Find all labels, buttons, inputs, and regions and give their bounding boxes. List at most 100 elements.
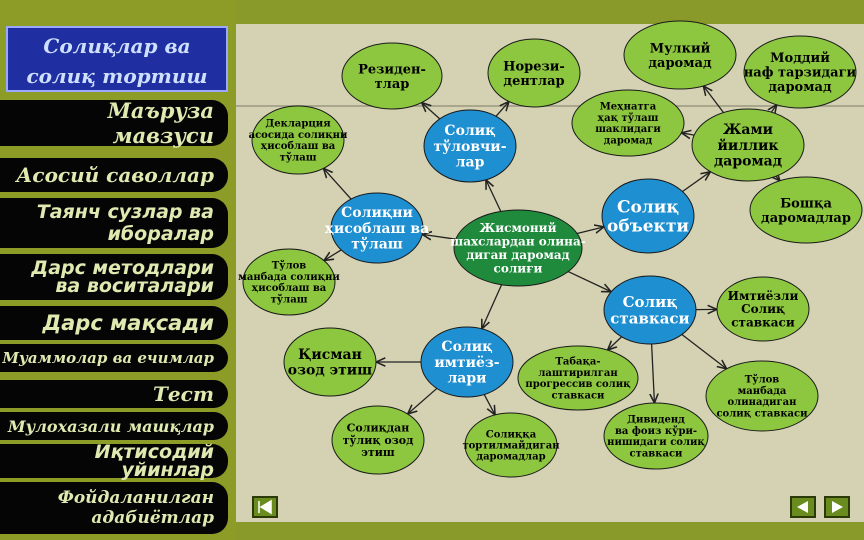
node-shape: [623, 20, 737, 90]
edge-calc-decl: [323, 168, 352, 200]
arrow-left-icon: [797, 501, 808, 513]
node-shape: [571, 89, 685, 157]
nav-exercises[interactable]: Мулохазали машқлар: [0, 412, 228, 440]
nav-test[interactable]: Тест: [0, 380, 228, 408]
nav-references[interactable]: Фойдаланилган адабиётлар: [0, 482, 228, 534]
node-nonres: Норези-дентлар: [487, 38, 581, 108]
node-shape: [283, 327, 377, 397]
node-shape: [331, 405, 425, 475]
node-shape: [705, 360, 819, 432]
nav-games[interactable]: Иқтисодий уйинлар: [0, 441, 228, 481]
nav-label: Дарс методлари ва воситалари: [31, 257, 214, 297]
next-slide-button[interactable]: [824, 496, 850, 518]
nav-main-questions[interactable]: Асосий саволлар: [0, 158, 228, 192]
node-label: Резиден-тлар: [358, 62, 426, 92]
edge-rate-dividend: [652, 343, 655, 403]
edge-benefits-full: [408, 387, 438, 414]
top-bar: [236, 0, 864, 24]
first-slide-button[interactable]: [252, 496, 278, 518]
nav-label: Фойдаланилган адабиётлар: [57, 488, 214, 528]
node-shape: [453, 209, 583, 287]
node-resident: Резиден-тлар: [341, 42, 443, 110]
nav-label: Асосий саволлар: [16, 163, 214, 187]
nav-lesson-goal[interactable]: Дарс мақсади: [0, 306, 228, 340]
node-shape: [420, 326, 514, 398]
nav-lecture-topic[interactable]: Маъруза мавзуси: [0, 98, 228, 148]
nav-problems[interactable]: Муаммолар ва ечимлар: [0, 344, 228, 372]
nav-label: Тест: [153, 382, 214, 406]
lecture-title-text: Солиқлар ва солиқ тортиш: [26, 34, 208, 88]
edge-object-total: [682, 172, 710, 193]
arrow-right-icon: [832, 501, 843, 513]
prev-slide-button[interactable]: [790, 496, 816, 518]
node-shape: [691, 108, 805, 182]
edge-total-material: [771, 105, 776, 113]
edge-payer-nonres: [495, 102, 509, 117]
node-shape: [603, 275, 697, 345]
edge-payer-resident: [422, 103, 441, 120]
nav-key-words[interactable]: Таянч сузлар ва иборалар: [0, 198, 228, 248]
node-shape: [487, 38, 581, 108]
node-shape: [716, 276, 810, 342]
edge-calc-source: [324, 249, 342, 261]
skip-back-icon: [258, 499, 272, 515]
edge-center-calc: [422, 234, 456, 239]
lecture-title: Солиқлар ва солиқ тортиш: [6, 26, 228, 92]
node-shape: [749, 176, 863, 244]
edge-center-object: [576, 227, 604, 235]
nav-label: Дарс мақсади: [42, 311, 214, 335]
nav-label: Иқтисодий уйинлар: [94, 441, 214, 481]
node-shape: [743, 35, 857, 109]
node-shape: [251, 105, 345, 175]
edge-benefits-untaxed: [483, 394, 495, 415]
node-shape: [464, 412, 558, 478]
nav-methods[interactable]: Дарс методлари ва воситалари: [0, 254, 228, 300]
edge-total-other: [776, 176, 780, 181]
nav-label: Мулохазали машқлар: [7, 416, 214, 436]
edges: [323, 86, 780, 415]
edge-rate-sourcerate: [681, 333, 727, 368]
edge-rate-progressive: [608, 336, 623, 350]
node-shape: [601, 178, 695, 254]
node-shape: [517, 345, 639, 411]
edge-center-rate: [567, 270, 611, 292]
node-label: Норези-дентлар: [503, 59, 565, 89]
edge-center-benefits: [482, 284, 503, 329]
nav-label: Таянч сузлар ва иборалар: [36, 201, 214, 245]
